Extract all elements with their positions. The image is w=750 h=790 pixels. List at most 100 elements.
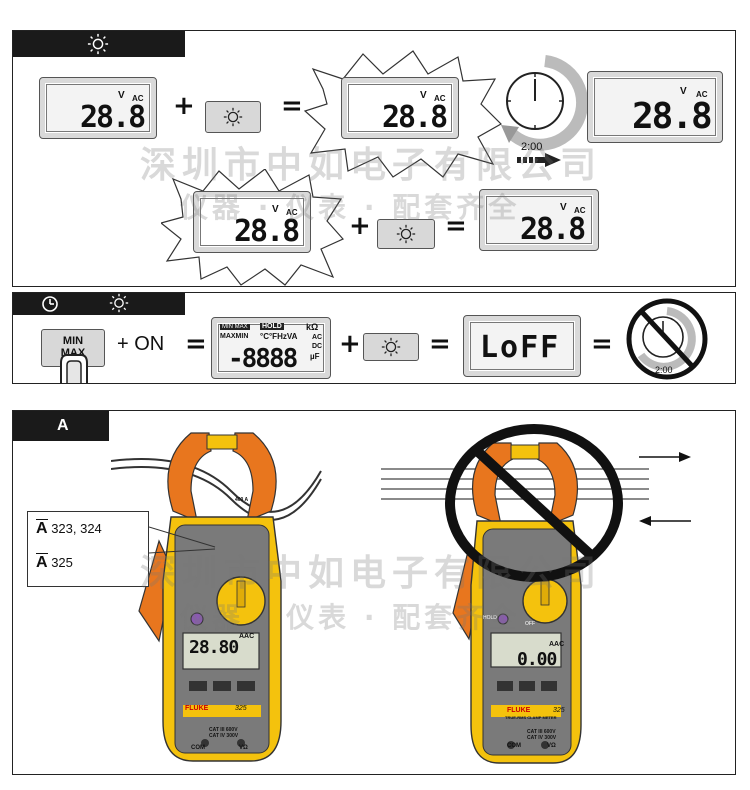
sun-icon <box>381 337 401 357</box>
lcd-kohm: kΩ <box>306 322 319 332</box>
watermark-line-2: 仪器 · 仪表 · 配套齐全 <box>180 601 521 634</box>
lcd-digits: -8888 <box>228 344 298 374</box>
model-right: 325 <box>553 707 565 714</box>
section-a-tab: A <box>13 411 109 441</box>
watermark-line-1: 深圳市中如电子有限公司 <box>140 145 603 186</box>
unit-ac: AC <box>696 90 708 99</box>
clamp-meter-left <box>111 432 322 762</box>
unit-v: V <box>420 90 427 101</box>
lcd-value: 28.8 <box>632 96 713 137</box>
full-lcd-display: MIN MAX HOLD kΩ MAXMIN °C°FHzVA AC DC µF… <box>211 317 331 379</box>
backlight-tab <box>13 31 185 57</box>
jack-com-right: COM <box>507 743 521 749</box>
timer-label: 2:00 <box>521 141 543 153</box>
arrow-left-icon <box>639 516 691 526</box>
unit-v: V <box>560 202 567 213</box>
timer-icon <box>42 296 58 312</box>
arrow-right-icon <box>517 153 561 167</box>
plus-operator: + <box>339 329 361 359</box>
watermark-line-1: 深圳市中如电子有限公司 <box>140 553 603 594</box>
jack-v-left: VΩ <box>239 745 248 751</box>
measurement-panel: A 400 A 28.80 AAC FLUKE 325 CAT III 600V… <box>12 410 736 775</box>
legend-pointer-lines <box>149 526 216 554</box>
unit-ac: AC <box>132 94 144 103</box>
sun-icon <box>109 293 129 313</box>
legend-model-1: 323, 324 <box>51 521 102 536</box>
lcd-dc: DC <box>312 343 323 350</box>
auto-off-panel: MIN MAX + ON = MIN MAX HOLD kΩ MAXMIN °C… <box>12 292 736 384</box>
lcd-display-lit: V AC 28.8 <box>341 77 459 139</box>
auto-off-tab <box>13 293 185 315</box>
equals-operator: = <box>185 329 207 359</box>
sun-icon <box>223 107 243 127</box>
loff-display: LoFF <box>463 315 581 377</box>
lcd-value: 28.8 <box>80 100 146 135</box>
brand-right: FLUKE <box>507 707 531 714</box>
off-label: OFF <box>525 621 535 627</box>
backlight-button[interactable] <box>377 219 435 249</box>
reading-left: 28.80 <box>189 637 239 658</box>
lcd-maxmin: MAXMIN <box>220 333 249 340</box>
reading-right: 0.00 <box>517 649 557 670</box>
legend-model-2: 325 <box>51 555 73 570</box>
cat-right-1: CAT III 600V <box>527 729 556 735</box>
backlight-button[interactable] <box>205 101 261 133</box>
lcd-ac: AC <box>312 334 323 341</box>
jack-com-left: COM <box>191 745 205 751</box>
lcd-uf: µF <box>310 352 320 361</box>
cat-left-2: CAT IV 300V <box>209 733 239 739</box>
equals-operator: = <box>429 329 451 359</box>
finger-press-icon <box>60 354 88 383</box>
lcd-display: V AC 28.8 <box>479 189 599 251</box>
reading-unit-right: AAC <box>549 641 565 648</box>
prohibited-icon <box>445 424 623 582</box>
jaw-rating-left: 400 A <box>235 497 249 503</box>
clock-icon <box>501 55 589 151</box>
section-a-label: A <box>57 417 69 434</box>
legend-row-1: A 323, 324 <box>36 519 102 538</box>
no-timer-icon <box>626 298 708 380</box>
lcd-display: V AC 28.8 <box>587 71 723 143</box>
loff-text: LoFF <box>480 330 561 365</box>
unit-v: V <box>118 90 125 101</box>
lcd-display: V AC 28.8 <box>39 77 157 139</box>
brand-left: FLUKE <box>185 705 209 712</box>
lcd-badge-hold: HOLD <box>260 323 284 330</box>
equals-operator: = <box>281 91 303 121</box>
equals-operator: = <box>591 329 613 359</box>
sun-icon <box>396 224 416 244</box>
lcd-value: 28.8 <box>382 100 448 135</box>
model-legend: A 323, 324 A 325 <box>27 511 149 587</box>
plus-on-label: + ON <box>117 333 165 355</box>
lcd-value: 28.8 <box>520 212 586 247</box>
sun-icon <box>87 33 109 55</box>
unit-v: V <box>272 204 279 215</box>
model-left: 325 <box>235 705 247 712</box>
backlight-button[interactable] <box>363 333 419 361</box>
lcd-value: 28.8 <box>234 214 300 249</box>
arrow-right-icon <box>639 452 691 462</box>
plus-operator: + <box>349 211 371 241</box>
lcd-badge-minmax: MIN MAX <box>220 324 250 330</box>
legend-row-2: A 325 <box>36 553 73 572</box>
hold-label: HOLD <box>483 615 497 621</box>
cat-right-2: CAT IV 300V <box>527 735 557 741</box>
subtitle-right: TRUE-RMS CLAMP METER <box>505 715 557 720</box>
unit-v: V <box>680 86 687 97</box>
watermark-line-2: 仪器 · 仪表 · 配套齐全 <box>180 191 521 224</box>
lcd-display-lit: V AC 28.8 <box>193 191 311 253</box>
equals-operator: = <box>445 211 467 241</box>
reading-unit-left: AAC <box>239 633 255 640</box>
jack-v-right: VΩ <box>547 743 556 749</box>
cat-left-1: CAT III 600V <box>209 727 238 733</box>
unit-ac: AC <box>434 94 446 103</box>
timer-label: 2:00 <box>655 365 673 375</box>
minmax-label-1: MIN <box>62 335 84 347</box>
legend-symbol: A <box>36 553 48 571</box>
unit-ac: AC <box>574 206 586 215</box>
clamp-meter-right <box>452 442 582 764</box>
legend-symbol: A <box>36 519 48 537</box>
lcd-units: °C°FHzVA <box>260 332 298 341</box>
unit-ac: AC <box>286 208 298 217</box>
plus-operator: + <box>173 91 195 121</box>
